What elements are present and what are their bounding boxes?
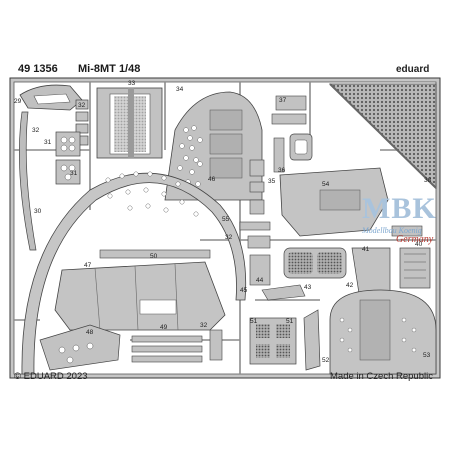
part-number-label: 47 xyxy=(84,262,92,269)
part-number-label: 49 xyxy=(160,324,168,331)
part-number-label: 37 xyxy=(279,97,287,104)
part-number-label: 30 xyxy=(34,208,42,215)
part-45 xyxy=(261,284,306,301)
part-51-52 xyxy=(249,309,321,371)
part-number-label: 40 xyxy=(415,241,423,248)
part-36 xyxy=(273,137,285,173)
part-number-label: 34 xyxy=(176,86,184,93)
part-number-label: 55 xyxy=(222,216,230,223)
part-40 xyxy=(391,225,423,237)
part-32-strip xyxy=(209,329,223,361)
part-54 xyxy=(279,167,389,237)
part-number-label: 53 xyxy=(423,352,431,359)
part-47 xyxy=(54,261,226,331)
part-30 xyxy=(18,111,37,251)
fret-code: 49 1356 xyxy=(18,63,58,75)
part-38 xyxy=(329,83,437,189)
part-44 xyxy=(249,254,271,286)
watermark-logo: MBK xyxy=(362,192,437,225)
part-number-label: 44 xyxy=(256,277,264,284)
part-number-label: 54 xyxy=(322,181,330,188)
brand-logo: eduard xyxy=(396,64,430,75)
part-34 xyxy=(164,91,263,201)
copyright: © EDUARD 2023 xyxy=(14,371,88,382)
part-number-label: 42 xyxy=(346,282,354,289)
part-48 xyxy=(39,324,121,371)
part-31-plates xyxy=(55,131,81,185)
part-number-label: 33 xyxy=(128,80,136,87)
origin-label: Made in Czech Republic xyxy=(330,371,433,382)
part-37 xyxy=(271,95,313,161)
part-number-label: 52 xyxy=(322,357,330,364)
part-35 xyxy=(249,159,265,215)
part-53 xyxy=(329,289,437,375)
part-number-label: 36 xyxy=(278,167,286,174)
fret-model: Mi-8MT 1/48 xyxy=(78,63,141,75)
part-number-label: 32 xyxy=(78,102,86,109)
part-number-label: 51 xyxy=(250,318,258,325)
part-number-label: 29 xyxy=(14,98,22,105)
part-33 xyxy=(96,87,163,159)
part-number-label: 31 xyxy=(44,139,52,146)
watermark-line1: Modellbau Koenig xyxy=(362,226,422,235)
part-50 xyxy=(99,249,211,259)
part-49 xyxy=(131,335,203,363)
part-number-label: 41 xyxy=(362,246,370,253)
part-46 xyxy=(21,171,247,375)
part-number-label: 46 xyxy=(208,176,216,183)
part-number-label: 43 xyxy=(304,284,312,291)
part-number-label: 35 xyxy=(268,178,276,185)
part-number-label: 32 xyxy=(200,322,208,329)
part-number-label: 45 xyxy=(240,287,248,294)
part-number-label: 51 xyxy=(286,318,294,325)
part-32-stack xyxy=(75,99,89,146)
part-number-label: 48 xyxy=(86,329,94,336)
part-55 xyxy=(239,221,271,249)
part-number-label: 50 xyxy=(150,253,158,260)
part-number-label: 38 xyxy=(424,177,432,184)
part-number-label: 32 xyxy=(225,234,233,241)
watermark-line2: Germany xyxy=(396,234,434,245)
part-43 xyxy=(283,247,347,279)
part-number-label: 31 xyxy=(70,170,78,177)
part-number-label: 32 xyxy=(32,127,40,134)
part-29 xyxy=(19,84,83,111)
